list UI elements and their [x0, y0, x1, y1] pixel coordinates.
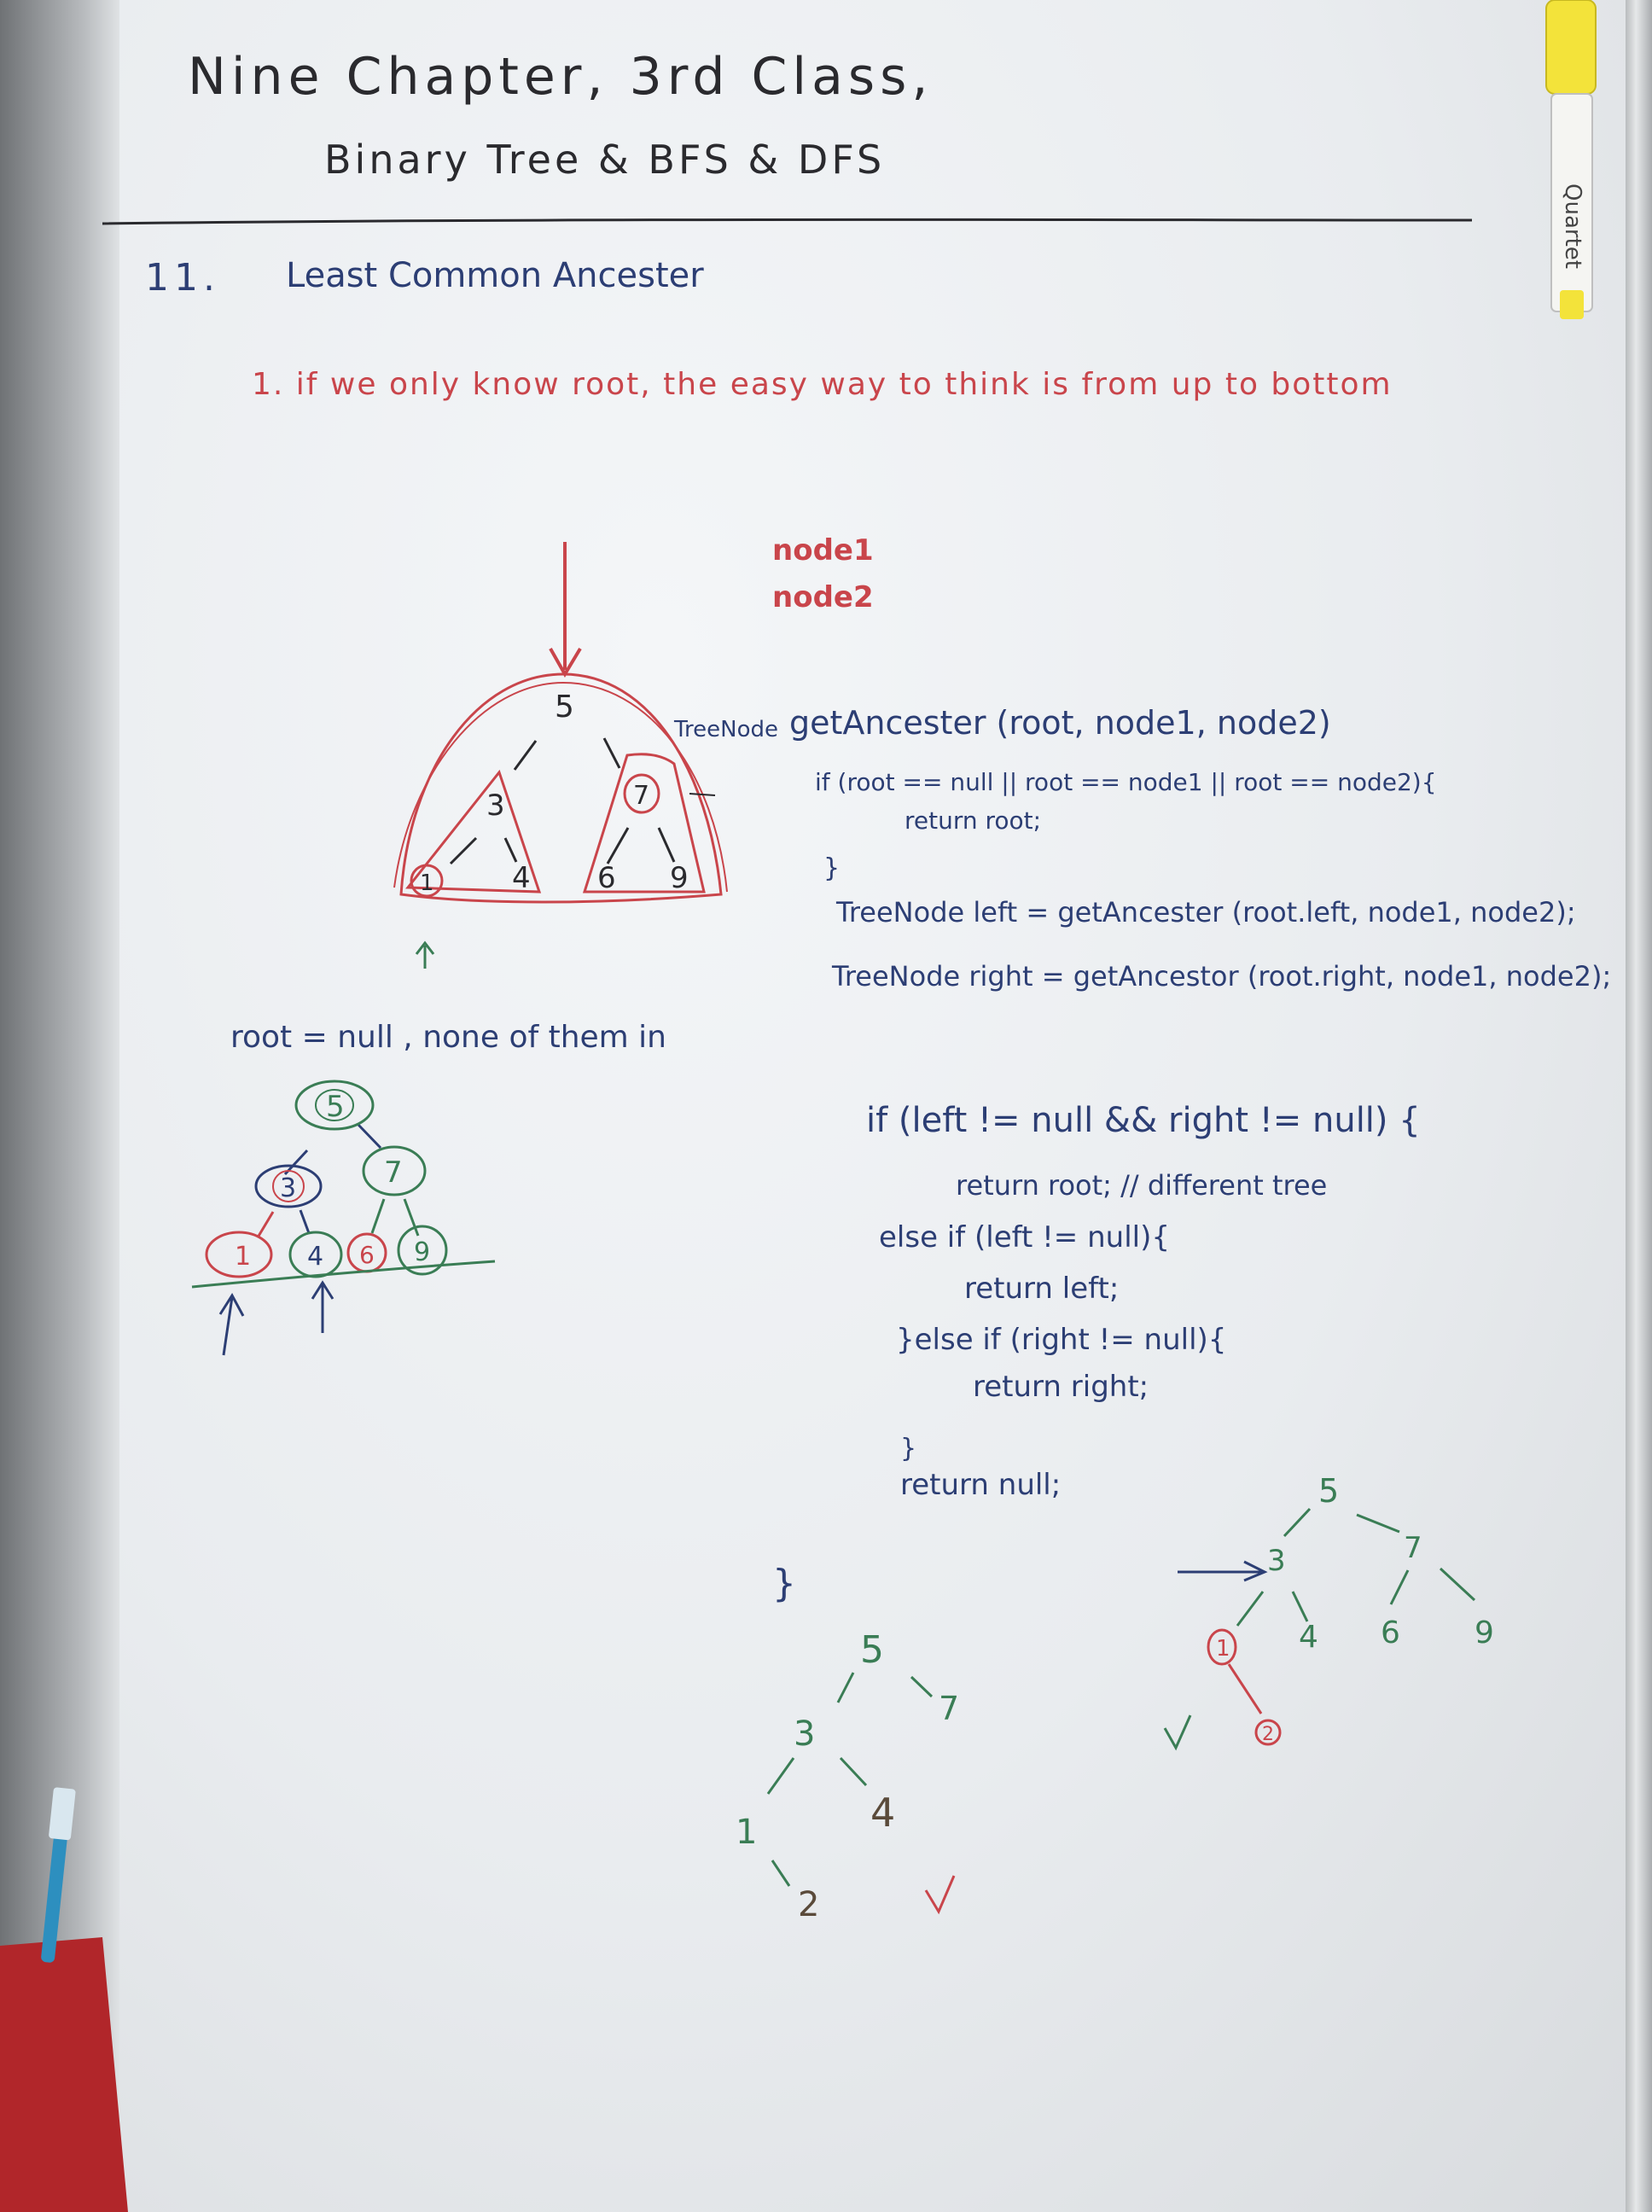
code-close-2: }	[900, 1434, 917, 1464]
tree2-arrow-2	[311, 1280, 334, 1333]
tree4-node-9: 9	[1475, 1615, 1494, 1650]
marker-tip	[1560, 290, 1584, 319]
tree1-green-arrow	[415, 940, 435, 969]
tree4-node-3: 3	[1267, 1544, 1286, 1578]
tree1-node-7-circle	[623, 773, 660, 814]
tree2-node-3-circle	[254, 1164, 323, 1208]
tree4-node-2-circle	[1254, 1719, 1282, 1746]
tree4-red-edge	[1227, 1663, 1263, 1714]
title-line-1: Nine Chapter, 3rd Class,	[188, 47, 934, 107]
tree1-edge-3-4	[503, 837, 518, 863]
tree1-node-3: 3	[486, 789, 505, 823]
red-right-triangle	[582, 753, 706, 894]
tree4: 5 7 3 4 6 9 1 2	[1163, 1472, 1494, 1751]
tree2-green-baseline	[191, 1260, 496, 1289]
toothbrush-bristles	[49, 1787, 76, 1841]
tree3-node-3: 3	[794, 1714, 815, 1754]
whiteboard-right-frame	[1626, 0, 1652, 2212]
header-underline	[102, 218, 1473, 225]
code-left-line: TreeNode left = getAncester (root.left, …	[836, 896, 1576, 928]
code-right-line: TreeNode right = getAncestor (root.right…	[832, 960, 1612, 992]
section-title: Least Common Ancester	[286, 256, 704, 295]
red-left-triangle	[404, 769, 542, 894]
tree1-node-6: 6	[597, 861, 616, 895]
tree2-node-5-circle	[294, 1080, 375, 1131]
tree2-node-9: 9	[414, 1237, 430, 1267]
code-signature-type: TreeNode	[674, 717, 779, 742]
tree2-node-6: 6	[359, 1241, 375, 1269]
code-return-null: return null;	[900, 1468, 1062, 1502]
tree3-node-1: 1	[736, 1813, 757, 1852]
tree4-node-5: 5	[1318, 1472, 1339, 1510]
code-if-both: if (left != null && right != null) {	[866, 1101, 1421, 1140]
tree2-node-5: 5	[326, 1090, 345, 1124]
tree1-edge-7-6	[606, 827, 630, 864]
code-close-3: }	[772, 1562, 796, 1605]
tree2-node-1-circle	[205, 1231, 273, 1278]
tree4-check	[1163, 1714, 1192, 1751]
code-return-root: return root;	[905, 806, 1042, 835]
code-return-root-comment: return root; // different tree	[956, 1169, 1328, 1202]
code-signature: getAncester (root, node1, node2)	[789, 704, 1331, 742]
blue-note: root = null , none of them in	[230, 1020, 666, 1055]
tree1-edge-5-3	[513, 740, 538, 771]
code-else-if-right: }else if (right != null){	[896, 1323, 1227, 1357]
red-big-outline-inner	[393, 681, 728, 893]
cup-body	[0, 1937, 128, 2212]
code-if-base: if (root == null || root == node1 || roo…	[815, 768, 1437, 796]
red-note: 1. if we only know root, the easy way to…	[252, 367, 1393, 402]
tree3: 5 7 3 4 1 2	[736, 1628, 959, 1924]
tree1-node-1: 1	[420, 870, 434, 896]
tree2-node-7: 7	[384, 1155, 403, 1190]
tree3-node-2: 2	[798, 1885, 819, 1924]
param-node2: node2	[772, 580, 874, 614]
tree2-node-4: 4	[307, 1242, 323, 1272]
tree4-node-7: 7	[1404, 1531, 1422, 1565]
tree4-node-1: 1	[1216, 1636, 1230, 1662]
tree1-node-1-circle	[410, 864, 444, 898]
tree3-check	[924, 1875, 956, 1915]
title-line-2: Binary Tree & BFS & DFS	[324, 137, 886, 183]
marker-cap	[1545, 0, 1597, 95]
tree2-node-7-circle	[362, 1145, 427, 1196]
tree2-node-3: 3	[280, 1173, 296, 1203]
tree4-arrow	[1178, 1560, 1268, 1582]
marker-brand-text: Quartet	[1560, 183, 1585, 269]
code-else-if-left: else if (left != null){	[879, 1220, 1170, 1254]
code-return-left: return left;	[964, 1272, 1120, 1306]
tree4-node-2: 2	[1262, 1724, 1274, 1745]
tree3-node-7: 7	[939, 1690, 959, 1727]
tree1-edge-5-7	[602, 737, 621, 769]
tree1-edge-3-1	[449, 836, 478, 865]
red-big-outline	[399, 672, 723, 904]
param-node1: node1	[772, 533, 874, 568]
tree4-node-4: 4	[1299, 1620, 1318, 1655]
tree1-node-7: 7	[633, 781, 649, 811]
tree3-node-4: 4	[870, 1790, 895, 1836]
tree4-node-1-circle	[1207, 1628, 1237, 1666]
tree2: 5 3 7 1 4 6 9	[191, 1080, 496, 1356]
tree4-node-6: 6	[1381, 1615, 1400, 1650]
tree2-arrow-1	[218, 1293, 245, 1356]
section-number: 11.	[145, 256, 220, 300]
tree1: 5 3 7 1 4 6 9	[393, 542, 728, 969]
marker: Quartet	[1545, 0, 1597, 319]
tree2-node-9-circle	[397, 1225, 448, 1276]
cup	[0, 1787, 128, 2212]
tree1-node-4: 4	[512, 861, 531, 895]
red-arrow-down	[549, 542, 582, 678]
tree1-node-9: 9	[670, 861, 689, 895]
tree1-node-5: 5	[555, 690, 574, 725]
tree2-node-5-inner	[315, 1089, 354, 1121]
tree1-edge-7-9	[657, 827, 676, 863]
tree3-node-5: 5	[860, 1628, 884, 1672]
code-return-right: return right;	[973, 1370, 1149, 1404]
tree2-node-3-inner	[272, 1170, 305, 1202]
code-close-1: }	[823, 853, 841, 883]
tree2-node-1: 1	[235, 1242, 251, 1272]
